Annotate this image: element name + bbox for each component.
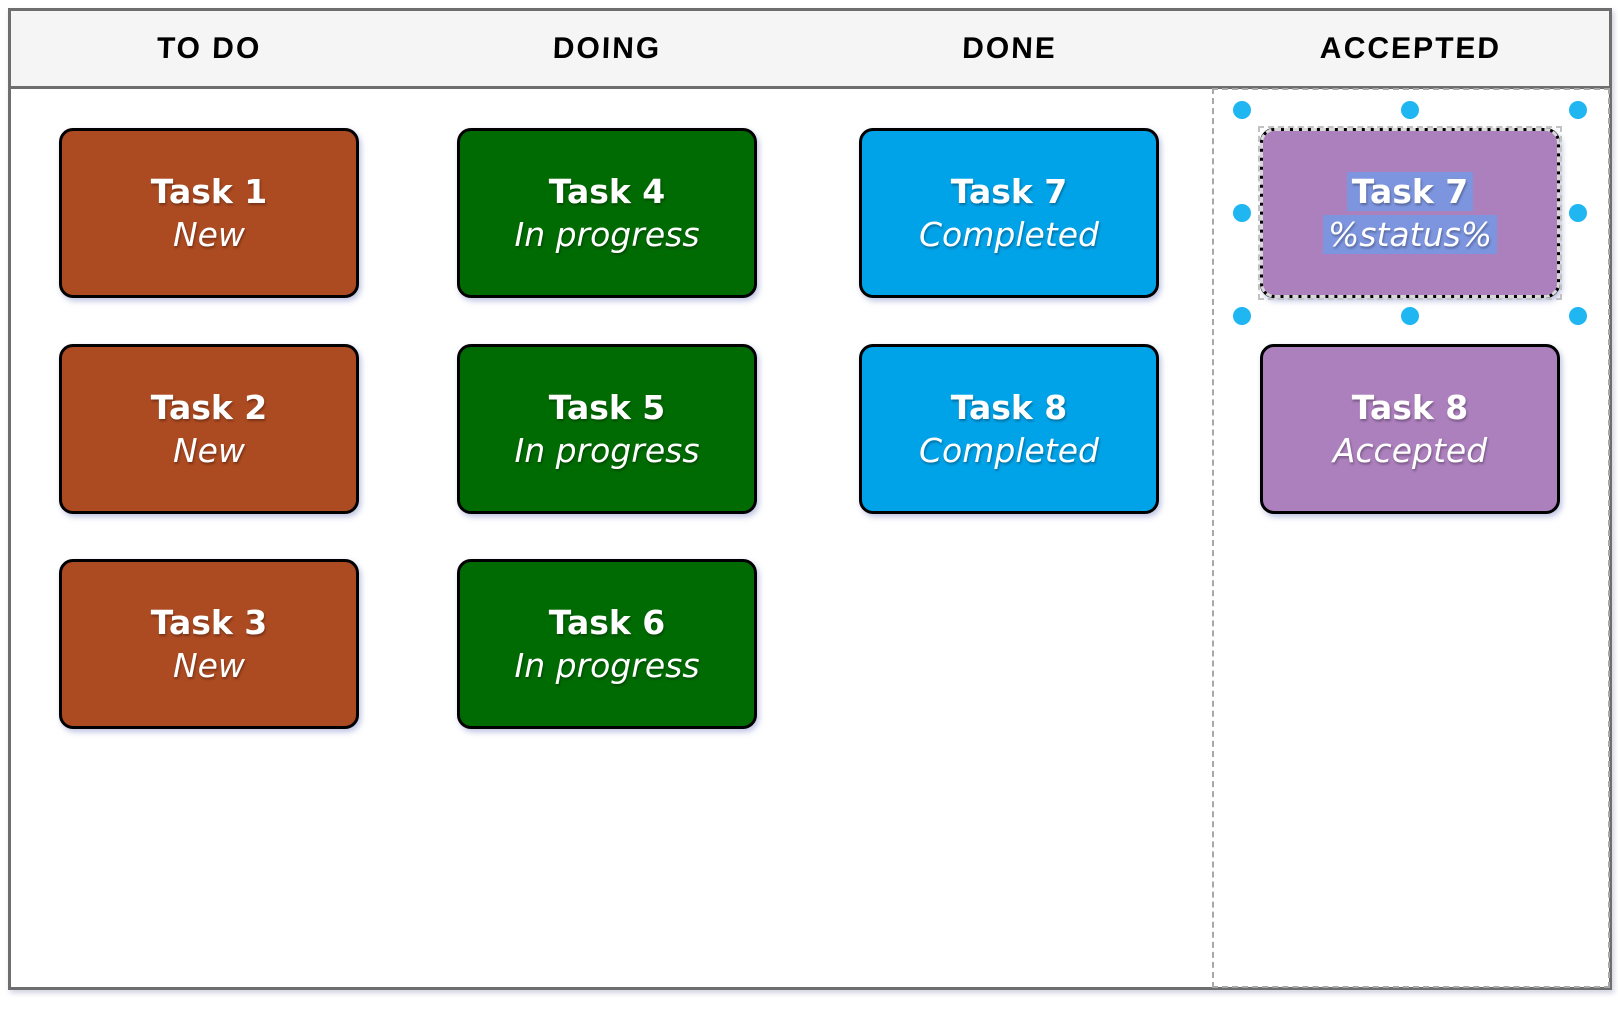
task-title: Task 1 xyxy=(151,170,268,213)
task-status-text: In progress xyxy=(514,431,700,470)
task-status-text: Completed xyxy=(919,431,1099,470)
task-card[interactable]: Task 5 In progress xyxy=(457,344,757,514)
task-title: Task 8 xyxy=(1352,386,1469,429)
selection-handle-nw[interactable] xyxy=(1233,101,1251,119)
task-title: Task 7 xyxy=(951,170,1068,213)
task-title-text: Task 5 xyxy=(548,388,666,427)
selection-handle-s[interactable] xyxy=(1401,307,1419,325)
task-status: %status% xyxy=(1322,213,1498,256)
task-status: In progress xyxy=(514,213,699,256)
task-status: New xyxy=(173,429,245,472)
selection-handle-sw[interactable] xyxy=(1233,307,1251,325)
task-title: Task 7 xyxy=(1346,170,1474,213)
task-status-text: Completed xyxy=(919,215,1099,254)
task-status-text: Accepted xyxy=(1332,431,1488,470)
task-title-text: Task 7 xyxy=(1346,172,1474,211)
task-card[interactable]: Task 8 Completed xyxy=(859,344,1159,514)
selection-handle-ne[interactable] xyxy=(1569,101,1587,119)
lane-header-todo[interactable]: TO DO xyxy=(156,31,262,65)
task-status: Accepted xyxy=(1333,429,1487,472)
task-title: Task 2 xyxy=(151,386,268,429)
task-card[interactable]: Task 7 %status% xyxy=(1233,101,1587,325)
task-status: New xyxy=(173,644,245,687)
task-status: In progress xyxy=(514,644,699,687)
task-title-text: Task 8 xyxy=(1351,388,1469,427)
task-status: In progress xyxy=(514,429,699,472)
task-title-text: Task 4 xyxy=(548,172,666,211)
task-title-text: Task 7 xyxy=(950,172,1068,211)
lane-header-accepted[interactable]: ACCEPTED xyxy=(1319,31,1502,65)
task-title: Task 5 xyxy=(549,386,666,429)
task-title-text: Task 8 xyxy=(950,388,1068,427)
lane-header-done[interactable]: DONE xyxy=(961,31,1058,65)
task-title: Task 4 xyxy=(549,170,666,213)
task-title-text: Task 3 xyxy=(150,603,268,642)
selection-handle-e[interactable] xyxy=(1569,204,1587,222)
task-card[interactable]: Task 4 In progress xyxy=(457,128,757,298)
task-card[interactable]: Task 6 In progress xyxy=(457,559,757,729)
task-status: Completed xyxy=(919,213,1099,256)
task-status-text: In progress xyxy=(514,646,700,685)
task-title: Task 6 xyxy=(549,601,666,644)
task-card[interactable]: Task 8 Accepted xyxy=(1260,344,1560,514)
board-header: TO DO DOING DONE ACCEPTED xyxy=(11,11,1609,89)
selection-handle-se[interactable] xyxy=(1569,307,1587,325)
task-title-text: Task 1 xyxy=(150,172,268,211)
task-title-text: Task 6 xyxy=(548,603,666,642)
task-card[interactable]: Task 2 New xyxy=(59,344,359,514)
task-card[interactable]: Task 3 New xyxy=(59,559,359,729)
selection-handles xyxy=(1233,101,1587,325)
task-title: Task 8 xyxy=(951,386,1068,429)
selection-handle-n[interactable] xyxy=(1401,101,1419,119)
task-status-text: In progress xyxy=(514,215,700,254)
task-status-text: New xyxy=(173,431,245,470)
task-card[interactable]: Task 1 New xyxy=(59,128,359,298)
task-status-text: New xyxy=(173,215,245,254)
selection-handle-w[interactable] xyxy=(1233,204,1251,222)
lane-header-doing[interactable]: DOING xyxy=(552,31,662,65)
task-title: Task 3 xyxy=(151,601,268,644)
task-card[interactable]: Task 7 Completed xyxy=(859,128,1159,298)
task-title-text: Task 2 xyxy=(150,388,268,427)
task-status-text: New xyxy=(173,646,245,685)
task-status-text: %status% xyxy=(1322,215,1498,254)
task-status: Completed xyxy=(919,429,1099,472)
task-status: New xyxy=(173,213,245,256)
